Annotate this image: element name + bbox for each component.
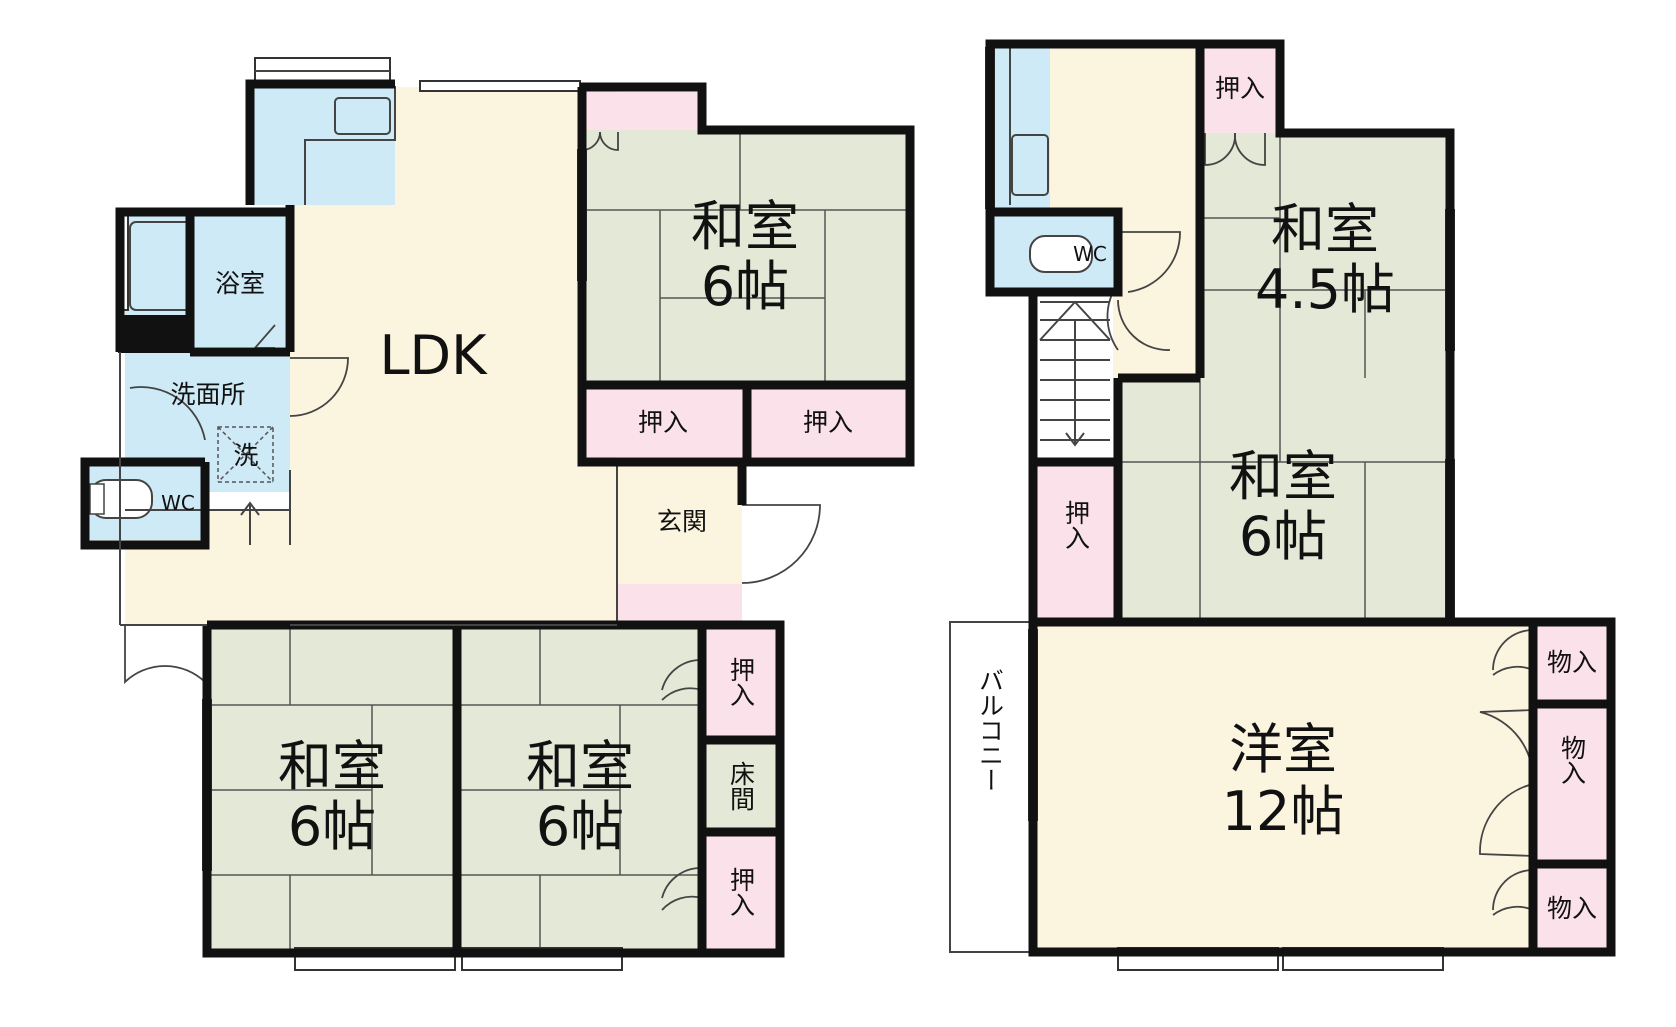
bath-label: 浴室 <box>215 269 265 298</box>
storage-2-label: 物入 <box>1558 735 1587 785</box>
washitsu-bm-size: 6帖 <box>536 795 624 858</box>
closet-top2-floor <box>1200 48 1280 133</box>
washer-label: 洗 <box>233 441 258 470</box>
youshitsu-floor <box>1033 622 1533 952</box>
sink-icon <box>334 97 391 135</box>
wall-wc1 <box>80 457 210 550</box>
storage-2-floor <box>1533 704 1611 864</box>
closet-c-floor <box>702 625 780 740</box>
tatami-lines-bl <box>207 625 457 953</box>
floor-1 <box>80 57 915 971</box>
entrance-label: 玄関 <box>657 507 707 536</box>
closet-a-floor <box>582 385 747 457</box>
closet-top-floor <box>582 92 702 130</box>
wall-top-room <box>577 82 915 467</box>
wc1-label: WC <box>161 491 195 515</box>
washitsu-top-name: 和室 <box>691 195 799 258</box>
wall-bath <box>115 207 290 352</box>
washitsu-bm-floor <box>457 625 702 953</box>
closet-left2-floor <box>1033 462 1118 622</box>
storage-3-floor <box>1533 864 1611 952</box>
bathtub-icon <box>129 221 193 311</box>
youshitsu-name: 洋室 <box>1229 718 1337 781</box>
storage-3-label: 物入 <box>1547 894 1597 923</box>
tokonoma-floor <box>702 740 780 832</box>
washer-box <box>217 426 274 483</box>
closet-b-floor <box>747 385 910 457</box>
washitsu-45-floor <box>1200 133 1450 378</box>
stair-floor <box>1033 292 1113 462</box>
window-ldk-top <box>419 80 581 92</box>
tatami-lines-bm <box>457 625 702 953</box>
washitsu-bl-name: 和室 <box>278 735 386 798</box>
balcony-label: バルコニー <box>976 668 1005 793</box>
washroom-label: 洗面所 <box>170 380 245 409</box>
closet-top2-label: 押入 <box>1215 74 1265 103</box>
washitsu-6-2-size: 6帖 <box>1239 505 1327 568</box>
washitsu-top-floor <box>582 130 910 385</box>
tatami-lines-45 <box>1200 133 1450 378</box>
floor-2 <box>949 39 1616 971</box>
boiler-block <box>118 315 193 353</box>
washitsu-top-size: 6帖 <box>701 255 789 318</box>
washitsu-45-size: 4.5帖 <box>1255 258 1395 321</box>
closet-d-label: 押入 <box>727 867 756 917</box>
closet-b-label: 押入 <box>803 408 853 437</box>
ldk-label: LDK <box>379 324 488 387</box>
washitsu-45-name: 和室 <box>1271 198 1379 261</box>
interior-lines-floor1 <box>125 462 618 625</box>
wall-kitchen <box>245 79 395 205</box>
storage-1-floor <box>1533 622 1611 704</box>
toilet2-icon <box>1029 235 1093 273</box>
wall-f2-outer-top <box>985 39 1455 622</box>
closet-a-label: 押入 <box>638 408 688 437</box>
wall-wc2 <box>985 207 1123 297</box>
vanity2-sink-icon <box>1011 134 1049 196</box>
washitsu-bm-name: 和室 <box>526 735 634 798</box>
closet-c-label: 押入 <box>727 657 756 707</box>
wall-youshitsu <box>1028 617 1616 957</box>
storage-1-label: 物入 <box>1547 648 1597 677</box>
entrance-step <box>617 584 742 624</box>
washitsu-bl-size: 6帖 <box>288 795 376 858</box>
youshitsu-size: 12帖 <box>1222 780 1345 843</box>
tatami-lines-6-2 <box>1118 378 1450 622</box>
washitsu-bl-floor <box>207 625 457 953</box>
tokonoma-label: 床間 <box>727 761 756 811</box>
wc2-label: WC <box>1073 242 1107 266</box>
closet-d-floor <box>702 832 780 953</box>
closet-left2-label: 押入 <box>1062 500 1091 550</box>
washitsu-6-2-name: 和室 <box>1229 445 1337 508</box>
tatami-lines-top <box>582 130 910 385</box>
washitsu-6-2-floor <box>1118 378 1450 622</box>
